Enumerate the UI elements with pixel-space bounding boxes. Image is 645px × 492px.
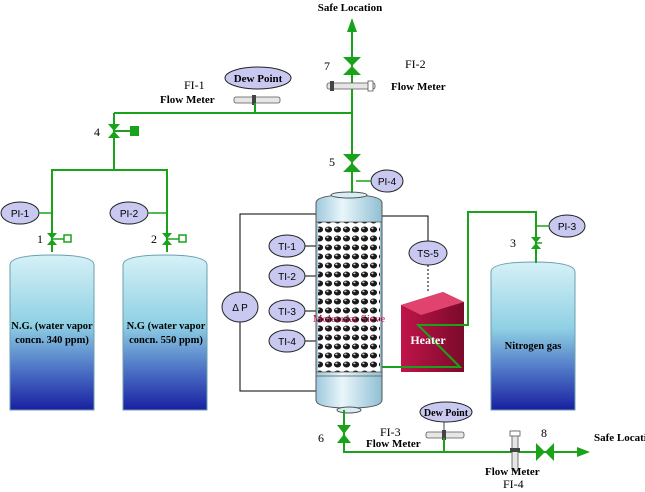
valve-3: [531, 237, 542, 249]
flow-meter-fi3: [425, 420, 465, 452]
tank-ng-340: [9, 254, 95, 411]
tank2-label-line1: N.G (water vapor: [127, 321, 206, 332]
valve-8-number: 8: [541, 426, 547, 440]
valve-5-number: 5: [329, 155, 335, 169]
pi2-text: PI-2: [120, 209, 139, 220]
valve-2: [162, 233, 187, 245]
dew-point-1-text: Dew Point: [234, 73, 283, 85]
valve-7-number: 7: [324, 59, 330, 73]
valve-7: [343, 57, 361, 75]
valve-1-number: 1: [37, 232, 43, 246]
ts5-text: TS-5: [417, 249, 439, 260]
pi1-text: PI-1: [11, 209, 30, 220]
safe-location-right-label: Safe Location: [594, 432, 645, 444]
ti3-text: TI-3: [278, 307, 296, 318]
ti4-text: TI-4: [278, 337, 296, 348]
ti4-gauge: [268, 329, 306, 353]
molecular-sieve-label: Molecular Sieve: [313, 313, 386, 325]
fi4-label: FI-4: [503, 477, 524, 491]
safe-location-top-label: Safe Location: [318, 2, 382, 14]
fi2-label: FI-2: [405, 57, 426, 71]
fi3-label: FI-3: [380, 425, 401, 439]
arrow-right-icon: [577, 447, 590, 457]
dew-point-2-text: Dew Point: [424, 408, 469, 419]
ti1-text: TI-1: [278, 242, 296, 253]
pi3-text: PI-3: [558, 222, 577, 233]
tank-nitrogen: [490, 261, 576, 411]
flow-meter-fi2: [326, 80, 376, 92]
ti3-gauge: [268, 299, 306, 323]
valve-4: [108, 124, 139, 138]
ti2-text: TI-2: [278, 272, 296, 283]
ti1-gauge: [268, 234, 306, 258]
valve-8: [536, 443, 554, 461]
tank-ng-550: [122, 254, 208, 411]
heater: [401, 292, 464, 372]
flow-meter-fi1: [233, 95, 281, 113]
pi4-text: PI-4: [378, 177, 397, 188]
tank1-label-line2: concn. 340 ppm): [15, 335, 89, 346]
ts5-gauge: [408, 240, 448, 266]
fi2-flow-meter-label: Flow Meter: [391, 81, 446, 93]
arrow-up-icon: [347, 18, 357, 32]
tank1-label-line1: N.G. (water vapor: [11, 321, 93, 332]
molecular-sieve-column: [315, 191, 383, 414]
flow-meter-fi4: [509, 430, 521, 472]
valve-1: [47, 233, 72, 245]
fi1-label: FI-1: [184, 78, 205, 92]
dp-text: Δ P: [232, 303, 248, 314]
tank3-label: Nitrogen gas: [505, 341, 562, 352]
valve-6-number: 6: [318, 431, 324, 445]
valve-4-number: 4: [94, 125, 100, 139]
tank2-label-line2: concn. 550 ppm): [129, 335, 203, 346]
valve-2-number: 2: [151, 232, 157, 246]
fi3-flow-meter-label: Flow Meter: [366, 438, 421, 450]
dew-point-1-gauge: [224, 66, 292, 90]
valve-6: [337, 425, 351, 443]
fi4-flow-meter-label: Flow Meter: [485, 466, 540, 478]
fi1-flow-meter-label: Flow Meter: [160, 94, 215, 106]
dp-gauge: [221, 291, 259, 323]
valve-5: [343, 154, 361, 172]
valve-3-number: 3: [510, 236, 516, 250]
heater-label: Heater: [410, 333, 446, 347]
dew-point-2-gauge: [419, 401, 473, 423]
ti2-gauge: [268, 264, 306, 288]
